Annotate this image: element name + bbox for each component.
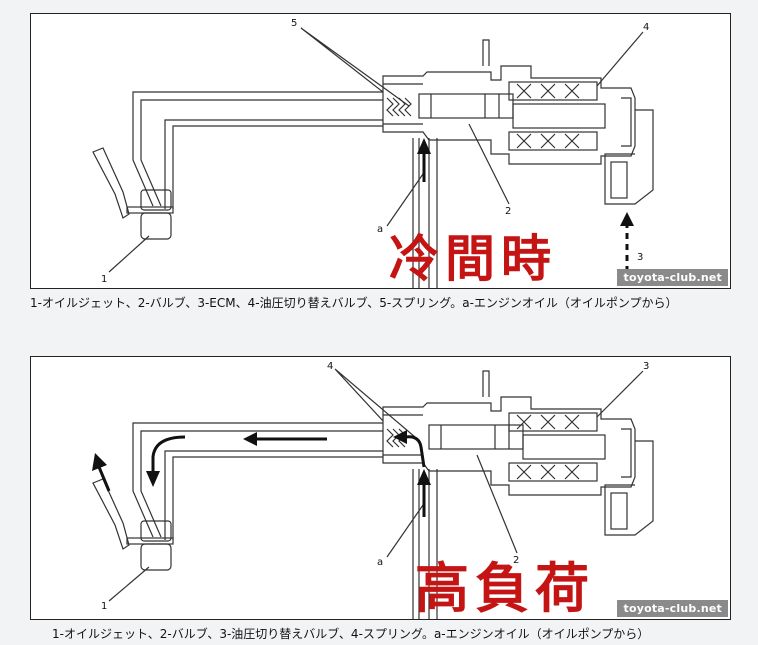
handwritten-note-high-load: 高負荷: [415, 556, 595, 620]
leader-4: [596, 31, 644, 87]
callout-a: a: [377, 224, 383, 235]
oil-passage-inner: [140, 99, 383, 207]
callout-3: 3: [637, 252, 643, 263]
connector-terminal: [610, 492, 628, 530]
oil-jet-body-bottom: [140, 212, 172, 240]
ecm-signal-arrowhead: [620, 212, 634, 226]
coil-winding-top: [516, 414, 580, 430]
callout-a: a: [377, 557, 383, 568]
leader-a: [386, 173, 424, 227]
oil-jet-nozzle: [92, 478, 130, 550]
diagram-cold-condition: 5 4 2 a 3 1 冷間時 toyota-club.net: [30, 13, 731, 289]
supply-passage: [412, 469, 438, 619]
arrowhead-left: [243, 432, 257, 446]
oil-passage-outer: [132, 422, 383, 538]
callout-2: 2: [505, 206, 511, 217]
leader-2: [468, 123, 510, 205]
oil-jet-body-bottom: [140, 543, 172, 571]
arrowhead-turn: [393, 430, 407, 444]
callout-2: 2: [513, 555, 519, 566]
diagram-cold-svg: 5 4 2 a 3 1 冷間時: [92, 18, 654, 288]
spool-lands: [440, 425, 510, 449]
callout-1: 1: [101, 601, 107, 612]
caption-cold: 1-オイルジェット、2-バルブ、3-ECM、4-油圧切り替えバルブ、5-スプリン…: [30, 296, 678, 310]
coil-winding-bottom: [516, 133, 580, 149]
caption-high-load: 1-オイルジェット、2-バルブ、3-油圧切り替えバルブ、4-スプリング。a-エン…: [52, 627, 650, 641]
connector-housing: [604, 440, 654, 536]
solenoid-coil-bottom: [508, 131, 598, 151]
leader-2: [476, 454, 518, 554]
callout-3: 3: [643, 361, 649, 372]
leader-1: [108, 235, 150, 273]
connector-terminal: [610, 161, 628, 199]
callout-5: 5: [291, 18, 297, 29]
oil-passage-lower-outer: [164, 119, 383, 209]
oil-jet-body-top: [140, 520, 172, 542]
arrowhead-down: [146, 471, 160, 487]
leader-5: [300, 27, 410, 107]
arrowhead-up: [417, 469, 431, 485]
spool-lands: [430, 94, 500, 118]
callout-1: 1: [101, 274, 107, 285]
leader-a: [386, 504, 424, 558]
valve-spring: [386, 97, 412, 117]
handwritten-note-cold: 冷間時: [389, 229, 557, 288]
supply-passage: [412, 138, 438, 288]
oil-passage-lower-outer: [164, 450, 383, 540]
watermark-label: toyota-club.net: [617, 269, 728, 286]
oil-passage-outer: [132, 91, 383, 207]
valve-housing: [382, 396, 636, 496]
oil-flow-arrow-turn: [404, 435, 426, 468]
leader-3: [596, 370, 644, 418]
oil-passage-lower-inner: [172, 456, 383, 540]
oil-flow-arrow-down: [151, 435, 186, 473]
callout-4: 4: [327, 361, 333, 372]
solenoid-coil-top: [508, 412, 598, 432]
solenoid-cap: [621, 97, 632, 147]
coil-winding-top: [516, 83, 580, 99]
oil-flow-arrowhead: [417, 138, 431, 154]
leader-1: [108, 566, 150, 602]
callout-4: 4: [643, 22, 649, 33]
watermark-label: toyota-club.net: [617, 600, 728, 617]
mounting-bracket: [482, 370, 490, 397]
mounting-bracket: [482, 39, 490, 66]
solenoid-coil-top: [508, 81, 598, 101]
oil-passage-lower-inner: [172, 125, 383, 209]
diagram-high-load-svg: 4 3 2 a 1 高負荷: [92, 361, 654, 620]
connector-housing: [604, 109, 654, 205]
oil-jet-body-top: [140, 189, 172, 211]
solenoid-coil-bottom: [508, 462, 598, 482]
solenoid-cap: [621, 428, 632, 478]
solenoid-plunger: [512, 103, 606, 129]
diagram-high-load-condition: 4 3 2 a 1 高負荷 toyota-club.net: [30, 356, 731, 620]
oil-jet-nozzle: [92, 147, 130, 219]
valve-housing: [382, 65, 636, 165]
solenoid-plunger: [522, 434, 606, 460]
housing-inner-lines: [383, 83, 423, 125]
coil-winding-bottom: [516, 464, 580, 480]
leader-4: [334, 368, 416, 438]
oil-spray-arrow: [97, 466, 111, 492]
oil-passage-inner: [140, 430, 383, 538]
arrowhead-spray: [92, 453, 107, 471]
